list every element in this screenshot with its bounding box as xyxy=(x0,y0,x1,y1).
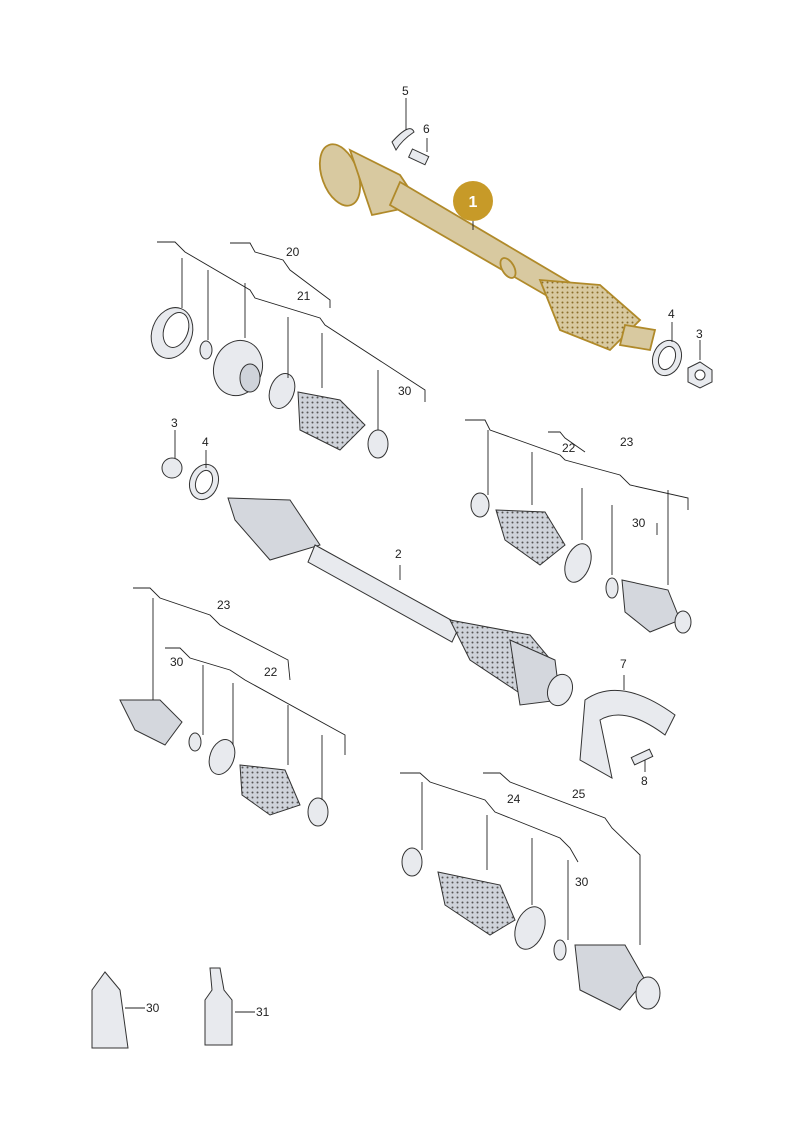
callout-4-top: 4 xyxy=(668,307,675,321)
leader-lines xyxy=(125,98,701,1013)
callout-21: 21 xyxy=(297,289,311,303)
callout-30-b: 30 xyxy=(632,516,646,530)
callout-20: 20 xyxy=(286,245,300,259)
heat-shield-part-7[interactable] xyxy=(579,689,676,779)
callout-30-e: 30 xyxy=(146,1001,160,1015)
callout-30-c: 30 xyxy=(170,655,184,669)
grease-tube-part-30[interactable] xyxy=(91,971,129,1049)
part-1-badge[interactable]: 1 xyxy=(453,181,493,221)
boot-kit-group-upper-left[interactable] xyxy=(144,302,389,459)
drive-shaft-part-2[interactable] xyxy=(161,457,577,709)
callout-7: 7 xyxy=(620,657,627,671)
boot-kit-group-bottom-right[interactable] xyxy=(401,847,661,1011)
part-1-label: 1 xyxy=(469,194,478,211)
callout-22-b: 22 xyxy=(264,665,278,679)
drive-shaft-assembly-highlighted[interactable] xyxy=(312,139,657,352)
callout-24: 24 xyxy=(507,792,521,806)
boot-kit-group-right[interactable] xyxy=(470,492,692,634)
callout-23-b: 23 xyxy=(217,598,231,612)
callout-31: 31 xyxy=(256,1005,270,1019)
boot-kit-group-lower-left[interactable] xyxy=(119,699,329,827)
callout-30-d: 30 xyxy=(575,875,589,889)
callout-3-mid: 3 xyxy=(171,416,178,430)
callout-22-a: 22 xyxy=(562,441,576,455)
bolt-part-6[interactable] xyxy=(407,148,430,166)
callout-8: 8 xyxy=(641,774,648,788)
washer-part-4-top[interactable] xyxy=(648,336,687,379)
callout-labels: 5 6 4 3 20 21 30 3 4 23 22 30 2 23 30 22… xyxy=(146,84,703,1019)
callout-3-top: 3 xyxy=(696,327,703,341)
callout-6: 6 xyxy=(423,122,430,136)
circlip-part-5[interactable] xyxy=(391,128,415,152)
callout-23-a: 23 xyxy=(620,435,634,449)
bolt-part-8[interactable] xyxy=(630,748,654,766)
nut-part-3-top[interactable] xyxy=(687,361,713,389)
callout-2: 2 xyxy=(395,547,402,561)
callout-25: 25 xyxy=(572,787,586,801)
callout-4-mid: 4 xyxy=(202,435,209,449)
callout-30-a: 30 xyxy=(398,384,412,398)
sealant-bottle-part-31[interactable] xyxy=(204,967,233,1046)
callout-5: 5 xyxy=(402,84,409,98)
